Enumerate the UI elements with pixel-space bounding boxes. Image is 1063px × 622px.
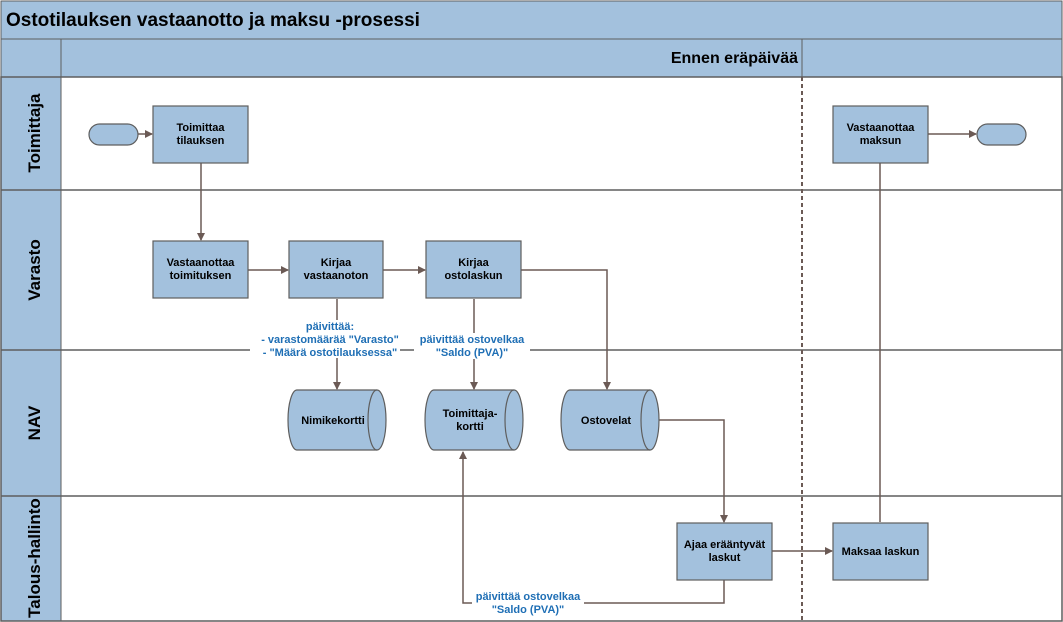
svg-text:Nimikekortti: Nimikekortti [301, 415, 365, 427]
svg-text:"Saldo (PVA)": "Saldo (PVA)" [492, 604, 565, 616]
store-toimittajakortti: Toimittaja- kortti [424, 389, 524, 451]
task-toimittaa-tilauksen: Toimittaa tilauksen [152, 105, 249, 164]
store-ostovelat: Ostovelat [560, 389, 660, 451]
svg-text:"Saldo (PVA)": "Saldo (PVA)" [436, 347, 509, 359]
annotation-paivittaa-varasto: päivittää: - varastomäärää "Varasto" - "… [261, 321, 399, 359]
svg-text:- varastomäärää "Varasto": - varastomäärää "Varasto" [261, 334, 399, 346]
svg-text:kortti: kortti [456, 421, 484, 433]
annotation-paivittaa-ostovelkaa-2: päivittää ostovelkaa "Saldo (PVA)" [476, 591, 581, 616]
task-ajaa-erääntyvät-laskut: Ajaa erääntyvät laskut [676, 522, 773, 581]
phase-bar [0, 38, 1063, 78]
svg-text:maksun: maksun [860, 135, 902, 147]
svg-text:Kirjaa: Kirjaa [458, 257, 489, 269]
svg-text:laskut: laskut [709, 552, 741, 564]
svg-text:Toimittaja-: Toimittaja- [443, 408, 498, 420]
svg-text:Ajaa erääntyvät: Ajaa erääntyvät [684, 539, 766, 551]
connectors [138, 130, 977, 604]
lane-label-nav: NAV [25, 405, 44, 440]
task-kirjaa-ostolaskun: Kirjaa ostolaskun [425, 240, 522, 299]
svg-text:Ostovelat: Ostovelat [581, 415, 631, 427]
store-nimikekortti: Nimikekortti [287, 389, 387, 451]
lane-label-varasto: Varasto [25, 239, 44, 300]
annotation-paivittaa-ostovelkaa-1: päivittää ostovelkaa "Saldo (PVA)" [420, 334, 525, 359]
svg-text:vastaanoton: vastaanoton [304, 270, 369, 282]
svg-text:Vastaanottaa: Vastaanottaa [167, 257, 236, 269]
svg-text:Maksaa laskun: Maksaa laskun [842, 546, 920, 558]
task-vastaanottaa-toimituksen: Vastaanottaa toimituksen [152, 240, 249, 299]
svg-text:päivittää:: päivittää: [306, 321, 354, 333]
svg-text:päivittää ostovelkaa: päivittää ostovelkaa [476, 591, 581, 603]
svg-text:Toimittaa: Toimittaa [176, 122, 225, 134]
svg-text:Vastaanottaa: Vastaanottaa [847, 122, 916, 134]
lane-label-taloushallinto: Talous-hallinto [25, 498, 44, 618]
svg-text:toimituksen: toimituksen [170, 270, 232, 282]
title-bar [0, 0, 1063, 40]
end-event [976, 123, 1027, 146]
svg-text:- "Määrä ostotilauksessa": - "Määrä ostotilauksessa" [263, 347, 398, 359]
task-maksaa-laskun: Maksaa laskun [832, 522, 929, 581]
svg-text:päivittää ostovelkaa: päivittää ostovelkaa [420, 334, 525, 346]
svg-text:tilauksen: tilauksen [177, 135, 225, 147]
task-kirjaa-vastaanoton: Kirjaa vastaanoton [288, 240, 384, 299]
phase-label: Ennen eräpäivää [671, 50, 798, 67]
start-event [88, 123, 139, 146]
svg-text:Kirjaa: Kirjaa [321, 257, 352, 269]
task-vastaanottaa-maksun: Vastaanottaa maksun [832, 105, 929, 164]
diagram-title: Ostotilauksen vastaanotto ja maksu -pros… [6, 10, 420, 31]
lane-label-toimittaja: Toimittaja [25, 93, 44, 173]
svg-text:ostolaskun: ostolaskun [444, 270, 502, 282]
